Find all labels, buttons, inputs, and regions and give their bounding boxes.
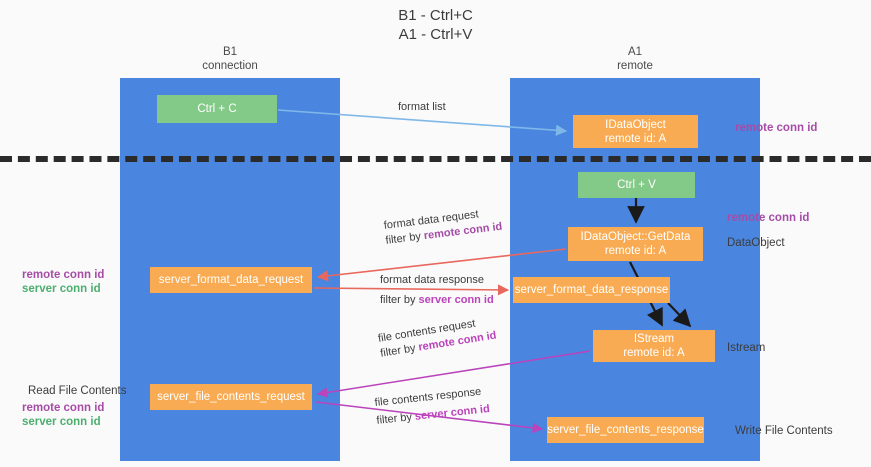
column-header-a1-role: remote <box>617 60 653 72</box>
label-remote-conn-id-left-bottom: remote conn id <box>22 402 105 414</box>
node-idataobject-getdata[interactable]: IDataObject::GetData remote id: A <box>568 227 703 261</box>
edge-label-file-contents-response: file contents response filter by server … <box>374 384 491 429</box>
node-server-format-data-request[interactable]: server_format_data_request <box>150 267 312 293</box>
column-header-b1-name: B1 <box>222 46 238 58</box>
filter-prefix: filter by <box>375 410 416 427</box>
node-istream-label: IStream <box>633 333 675 345</box>
label-write-file-contents: Write File Contents <box>735 425 833 437</box>
phase-divider <box>0 156 871 162</box>
edge-label-format-data-response-line1: format data response <box>380 274 484 286</box>
edge-label-format-list: format list <box>398 101 446 113</box>
node-server-format-data-response-label: server_format_data_response <box>514 284 669 296</box>
label-remote-conn-id-top: remote conn id <box>735 122 818 134</box>
node-server-file-contents-request[interactable]: server_file_contents_request <box>150 384 312 410</box>
node-istream-sub: remote id: A <box>623 347 685 359</box>
node-idataobject-label: IDataObject <box>605 118 666 131</box>
column-header-b1-role: connection <box>202 60 258 72</box>
node-server-file-contents-response[interactable]: server_file_contents_response <box>547 417 704 443</box>
filter-prefix: filter by <box>380 294 419 306</box>
label-server-conn-id-left-bottom: server conn id <box>22 416 101 428</box>
label-remote-conn-id-left-top: remote conn id <box>22 269 105 281</box>
node-server-format-data-response[interactable]: server_format_data_response <box>513 277 670 303</box>
column-header-a1-name: A1 <box>627 46 643 58</box>
node-server-format-data-request-label: server_format_data_request <box>158 274 304 286</box>
label-dataobject: DataObject <box>727 237 785 249</box>
node-server-file-contents-request-label: server_file_contents_request <box>157 391 305 403</box>
edge-label-format-data-response: format data response filter by server co… <box>380 273 494 308</box>
node-istream[interactable]: IStream remote id: A <box>593 330 715 362</box>
node-getdata-sub: remote id: A <box>604 245 667 257</box>
label-istream: Istream <box>727 342 766 354</box>
node-ctrl-v-label: Ctrl + V <box>617 179 656 191</box>
node-getdata-label: IDataObject::GetData <box>580 231 691 243</box>
label-remote-conn-id-mid: remote conn id <box>727 212 810 224</box>
label-read-file-contents: Read File Contents <box>28 385 127 397</box>
diagram-title: B1 - Ctrl+C A1 - Ctrl+V <box>0 6 871 44</box>
node-ctrl-c-label: Ctrl + C <box>197 103 237 115</box>
node-idataobject[interactable]: IDataObject remote id: A <box>573 115 698 148</box>
node-server-file-contents-response-label: server_file_contents_response <box>547 424 704 436</box>
column-header-b1: B1 connection <box>120 45 340 73</box>
filter-prefix: filter by <box>384 230 425 247</box>
edge-label-format-data-request: format data request filter by remote con… <box>383 205 503 249</box>
node-idataobject-sub: remote id: A <box>604 132 667 145</box>
filter-key: server conn id <box>414 403 491 423</box>
edge-label-file-contents-request: file contents request filter by remote c… <box>377 314 498 362</box>
label-server-conn-id-left-top: server conn id <box>22 283 101 295</box>
title-line-2: A1 - Ctrl+V <box>398 26 473 43</box>
node-ctrl-v[interactable]: Ctrl + V <box>578 172 695 198</box>
edge-label-format-data-response-filter: filter by server conn id <box>380 293 494 308</box>
node-ctrl-c[interactable]: Ctrl + C <box>157 95 277 123</box>
title-line-1: B1 - Ctrl+C <box>398 7 473 24</box>
column-header-a1: A1 remote <box>510 45 760 73</box>
filter-key: server conn id <box>418 294 494 306</box>
label-left-conn-ids-top: remote conn id server conn id <box>22 268 104 296</box>
label-left-conn-ids-bottom: remote conn id server conn id <box>22 401 104 429</box>
